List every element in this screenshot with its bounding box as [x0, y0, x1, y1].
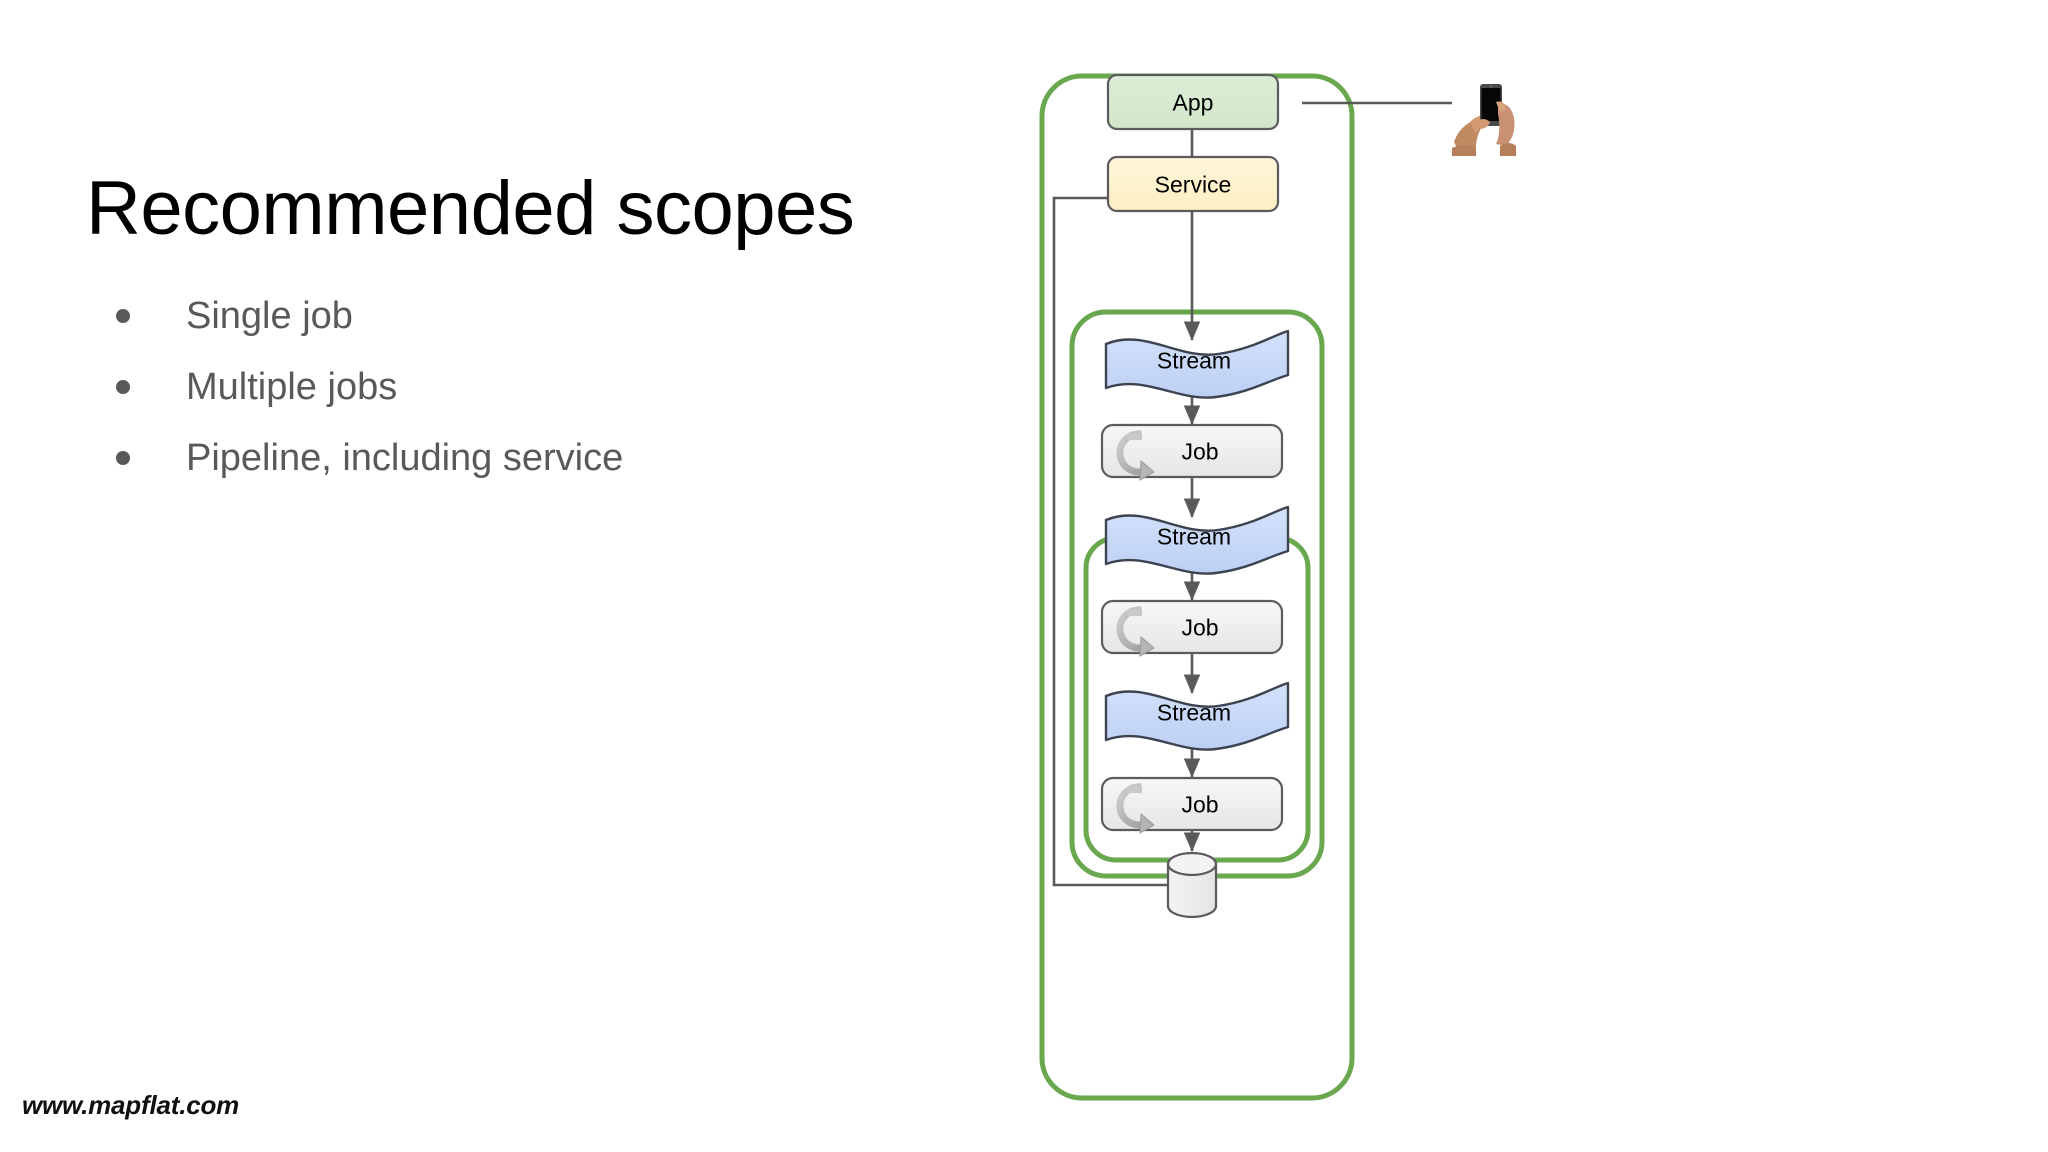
edge-datastore-to-service — [1052, 189, 1170, 887]
bullet-dot-icon — [116, 308, 130, 323]
diagram-node-service[interactable] — [1106, 155, 1280, 213]
diagram-node-job-1[interactable] — [1100, 423, 1284, 481]
diagram-node-stream-3[interactable] — [1104, 681, 1290, 751]
loop-arrow-icon — [1116, 606, 1155, 657]
footer-website-url: www.mapflat.com — [22, 1090, 240, 1120]
list-item-label: Single job — [186, 294, 353, 337]
diagram-node-datastore[interactable] — [1166, 851, 1218, 919]
diagram-node-job-3[interactable] — [1100, 776, 1284, 834]
list-item-label: Multiple jobs — [186, 365, 398, 408]
data-pipeline-scopes-diagram: App Service Stream Job Stream Job Stream… — [1020, 40, 1620, 1130]
diagram-node-job-2[interactable] — [1100, 599, 1284, 657]
loop-arrow-icon — [1116, 430, 1155, 481]
hands-holding-smartphone-photo — [1450, 78, 1530, 156]
list-item-label: Pipeline, including service — [186, 436, 624, 479]
list-item: Pipeline, including service — [104, 422, 924, 493]
diagram-node-stream-2[interactable] — [1104, 505, 1290, 575]
diagram-canvas — [1039, 73, 1452, 1101]
scopes-bullet-list: Single job Multiple jobs Pipeline, inclu… — [104, 280, 924, 493]
bullet-dot-icon — [116, 450, 130, 465]
page-title: Recommended scopes — [86, 165, 855, 251]
diagram-node-app[interactable] — [1106, 73, 1280, 131]
list-item: Single job — [104, 280, 924, 351]
bullet-dot-icon — [116, 379, 130, 394]
loop-arrow-icon — [1116, 783, 1155, 834]
diagram-node-stream-1[interactable] — [1104, 329, 1290, 399]
list-item: Multiple jobs — [104, 351, 924, 422]
